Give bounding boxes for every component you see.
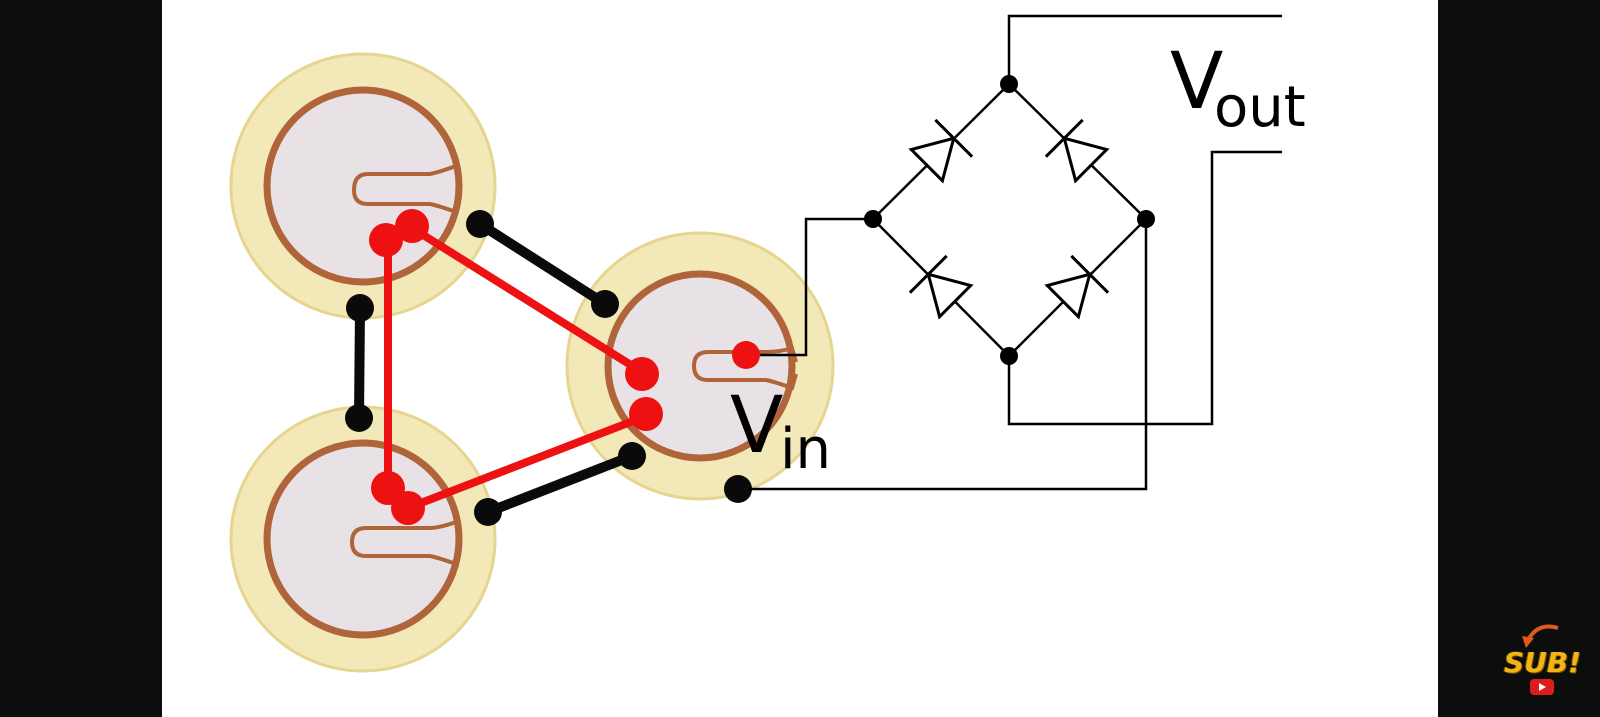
piezo-disc-right [565, 231, 835, 501]
bridge-rectifier [872, 83, 1147, 357]
black-wire-top-right [475, 219, 610, 309]
black-wire-left [354, 303, 365, 423]
black-wire-bottom-right [483, 451, 637, 517]
diode-top-left-icon [908, 118, 974, 184]
piezo-disc-top [229, 52, 497, 320]
circuit-wires [748, 14, 1282, 491]
diode-bottom-right-icon [1044, 254, 1110, 320]
vin-label-main: V [730, 381, 783, 471]
black-wires [354, 219, 637, 517]
red-wires [384, 224, 650, 512]
bridge-nodes [864, 75, 1155, 365]
diode-bottom-left-icon [908, 254, 974, 320]
diode-top-right-icon [1044, 118, 1110, 184]
vout-label-main: V [1170, 37, 1223, 127]
right-letterbox [1438, 0, 1600, 717]
piezo-disc-bottom [229, 405, 497, 673]
badge-arrowhead-icon [1522, 636, 1534, 648]
youtube-play-icon[interactable] [1530, 679, 1554, 695]
black-terminals [345, 210, 752, 526]
red-wire-lower-diagonal [404, 412, 650, 512]
left-letterbox [0, 0, 162, 717]
badge-arrow-icon [1526, 624, 1559, 642]
vin-label-subscript: in [780, 417, 831, 482]
vout-label-subscript: out [1214, 75, 1306, 140]
vout-label: V out [1170, 37, 1306, 140]
red-wire-upper-diagonal [408, 224, 646, 376]
vin-label: V in [730, 381, 831, 482]
subscribe-badge[interactable]: SUB! [1504, 646, 1582, 679]
red-terminals [369, 209, 760, 525]
